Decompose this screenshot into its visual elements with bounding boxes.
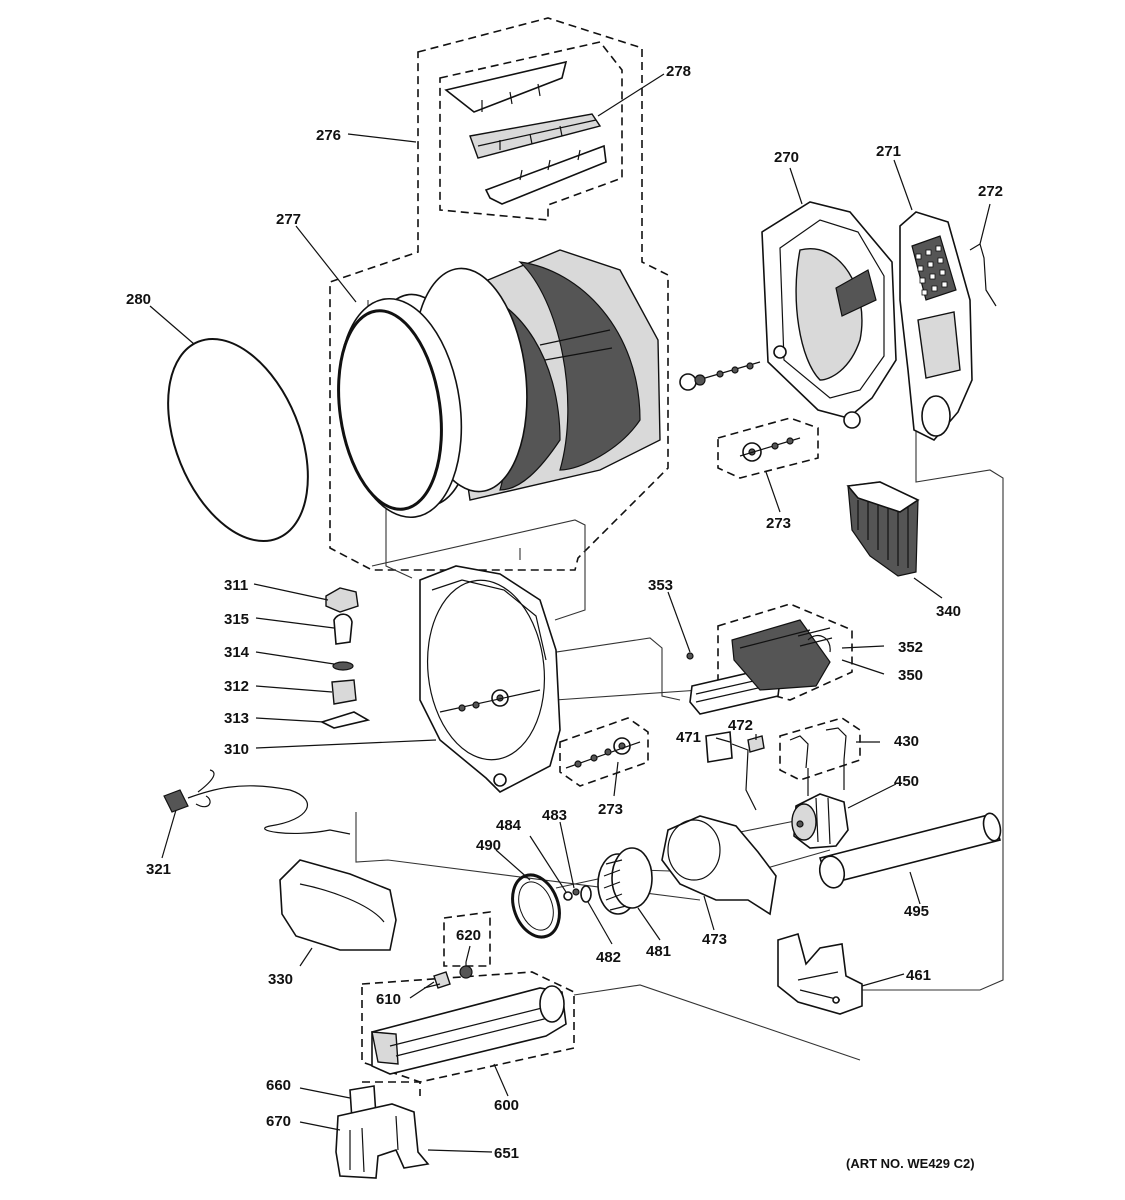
group-430-dashed-box xyxy=(779,717,861,781)
label-430: 430 xyxy=(894,733,919,750)
label-280: 280 xyxy=(126,291,151,308)
label-620: 620 xyxy=(456,927,481,944)
label-276: 276 xyxy=(316,127,341,144)
label-310: 310 xyxy=(224,741,249,758)
label-600: 600 xyxy=(494,1097,519,1114)
label-450: 450 xyxy=(894,773,919,790)
label-277: 277 xyxy=(276,211,301,228)
blower-housing-473 xyxy=(661,815,777,916)
label-670: 670 xyxy=(266,1113,291,1130)
drum-roller-273-upper xyxy=(739,437,801,462)
label-353: 353 xyxy=(648,577,673,594)
label-330: 330 xyxy=(268,971,293,988)
drum-shaft-hardware xyxy=(679,361,761,391)
drum-baffle-278 xyxy=(444,60,607,205)
rear-duct-271 xyxy=(899,211,973,441)
label-313: 313 xyxy=(224,710,249,727)
group-273b-dashed-box xyxy=(559,717,649,787)
rear-bulkhead-270 xyxy=(761,201,897,429)
label-311: 311 xyxy=(224,577,248,594)
lint-filter-340 xyxy=(846,481,920,577)
label-471: 471 xyxy=(676,729,701,746)
drum-roller-273-lower xyxy=(565,737,641,769)
callout-leaders xyxy=(149,73,991,1153)
label-472: 472 xyxy=(728,717,753,734)
sensor-clip-272 xyxy=(969,243,997,307)
label-312: 312 xyxy=(224,678,249,695)
label-461: 461 xyxy=(906,967,931,984)
label-352: 352 xyxy=(898,639,923,656)
drum-light-assembly xyxy=(319,587,371,729)
label-473: 473 xyxy=(702,931,727,948)
drum-belt-280 xyxy=(167,338,309,542)
label-482: 482 xyxy=(596,949,621,966)
label-272: 272 xyxy=(978,183,1003,200)
group-273a-dashed-box xyxy=(717,417,819,479)
label-651: 651 xyxy=(494,1145,519,1162)
label-273-lower: 273 xyxy=(598,801,623,818)
motor-clips-430 xyxy=(789,727,847,796)
exhaust-duct-495 xyxy=(818,812,1002,889)
heater-bracket-651 xyxy=(335,1103,430,1179)
label-270: 270 xyxy=(774,149,799,166)
lint-duct-350 xyxy=(686,619,833,715)
label-350: 350 xyxy=(898,667,923,684)
group-620-dashed-box xyxy=(443,911,491,967)
drum-277 xyxy=(337,249,661,519)
label-484: 484 xyxy=(496,817,522,834)
heater-assembly-600 xyxy=(371,985,567,1075)
group-278-dashed-box xyxy=(439,41,623,221)
label-660: 660 xyxy=(266,1077,291,1094)
label-271: 271 xyxy=(876,143,901,160)
front-bulkhead-310 xyxy=(419,565,561,793)
label-340: 340 xyxy=(936,603,961,620)
wire-harness-321 xyxy=(163,769,351,835)
vent-cover-330 xyxy=(279,859,397,951)
high-limit-620 xyxy=(459,962,473,979)
motor-mount-461 xyxy=(777,932,863,1015)
blower-seals xyxy=(511,873,592,939)
label-481: 481 xyxy=(646,943,671,960)
blower-wheel-481 xyxy=(597,847,653,915)
group-660-dashed-box xyxy=(362,1081,421,1096)
callout-labels: 276 278 277 280 270 271 272 273 340 311 … xyxy=(126,63,1003,1162)
label-490: 490 xyxy=(476,837,501,854)
art-number-caption: (ART NO. WE429 C2) xyxy=(846,1156,975,1171)
thermistor-472 xyxy=(747,735,765,753)
label-495: 495 xyxy=(904,903,929,920)
label-315: 315 xyxy=(224,611,249,628)
label-610: 610 xyxy=(376,991,401,1008)
label-278: 278 xyxy=(666,63,691,80)
label-321: 321 xyxy=(146,861,171,878)
label-273-upper: 273 xyxy=(766,515,791,532)
group-600-dashed-box xyxy=(361,971,575,1083)
drive-motor-450 xyxy=(791,793,849,849)
label-314: 314 xyxy=(224,644,250,661)
label-483: 483 xyxy=(542,807,567,824)
thermostat-471 xyxy=(705,731,757,811)
group-276-dashed-box xyxy=(329,17,669,571)
